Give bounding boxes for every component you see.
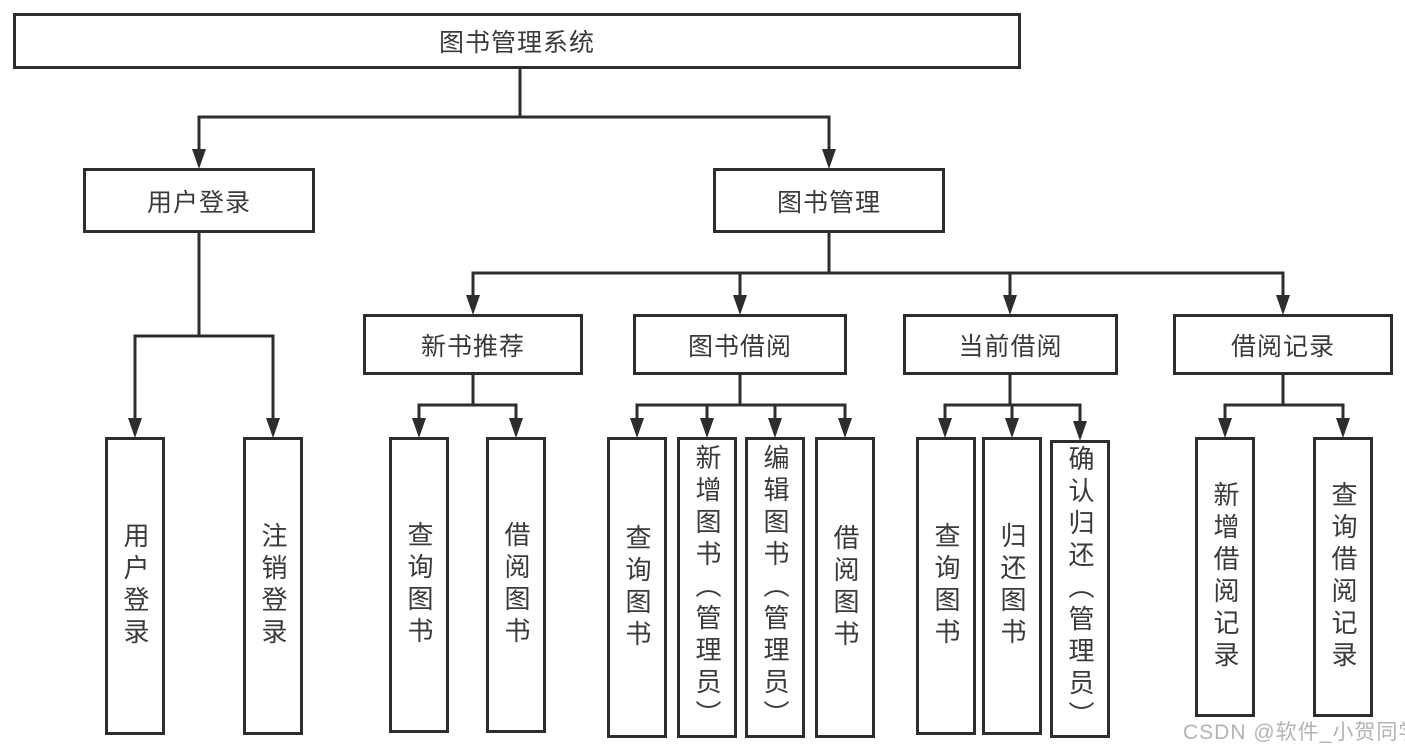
leaf-label: 查询借阅记录 (1328, 481, 1358, 673)
leaf-label: 借阅图书 (501, 521, 531, 649)
leaf-label: 借阅图书 (830, 523, 860, 652)
leaf-logout: 注销登录 (243, 437, 303, 735)
leaf-query-books-current: 查询图书 (916, 437, 976, 735)
leaf-add-borrow-record: 新增借阅记录 (1195, 437, 1255, 717)
leaf-query-borrow-record: 查询借阅记录 (1313, 437, 1373, 717)
leaf-label: 注销登录 (258, 522, 288, 650)
leaf-label: 用户登录 (120, 522, 150, 650)
leaf-query-books-recommend: 查询图书 (389, 437, 449, 733)
leaf-confirm-return-admin: 确认归还（管理员） (1050, 440, 1110, 738)
leaf-user-login: 用户登录 (105, 437, 165, 735)
leaf-label: 编辑图书（管理员） (760, 443, 790, 732)
leaf-borrow-books-borrowing: 借阅图书 (815, 437, 875, 738)
node-root-library-system: 图书管理系统 (13, 13, 1021, 69)
leaf-label: 查询图书 (931, 522, 961, 650)
node-new-book-recommend: 新书推荐 (363, 314, 583, 375)
leaf-label: 新增图书（管理员） (692, 443, 722, 732)
node-user-login: 用户登录 (83, 168, 315, 233)
arrowheads (128, 149, 1350, 441)
leaf-query-books-borrowing: 查询图书 (607, 437, 667, 738)
leaf-label: 确认归还（管理员） (1065, 445, 1095, 733)
leaf-label: 查询图书 (404, 521, 434, 649)
node-book-borrowing: 图书借阅 (633, 314, 847, 375)
leaf-label: 新增借阅记录 (1210, 481, 1240, 673)
leaf-label: 归还图书 (997, 522, 1027, 650)
leaf-edit-books-admin: 编辑图书（管理员） (745, 437, 805, 738)
leaf-borrow-books-recommend: 借阅图书 (486, 437, 546, 733)
node-current-borrowing: 当前借阅 (903, 314, 1118, 375)
leaf-label: 查询图书 (622, 523, 652, 652)
leaf-return-books: 归还图书 (982, 437, 1042, 735)
csdn-watermark: CSDN @软件_小贺同学 (1183, 721, 1405, 744)
node-book-management: 图书管理 (713, 168, 945, 233)
leaf-add-books-admin: 新增图书（管理员） (677, 437, 737, 738)
node-borrowing-records: 借阅记录 (1173, 314, 1393, 375)
